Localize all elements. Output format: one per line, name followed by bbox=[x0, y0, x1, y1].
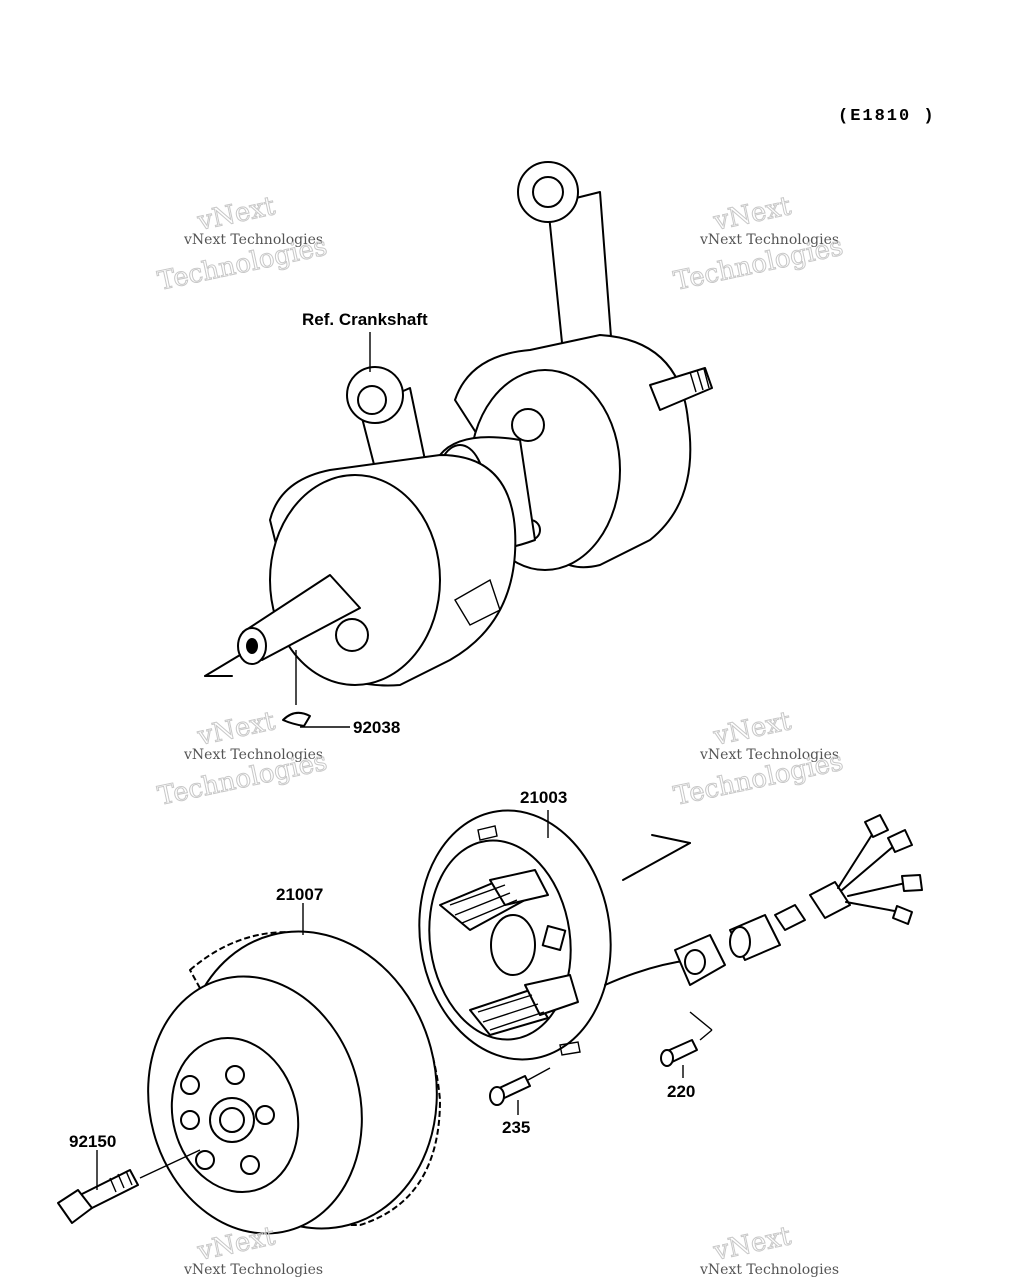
svg-text:vNext: vNext bbox=[194, 706, 278, 752]
watermark-group-4: vNext vNext Technologies Technologies bbox=[671, 706, 847, 813]
rotor-part-number: 21007 bbox=[276, 885, 323, 904]
svg-text:vNext: vNext bbox=[194, 191, 278, 237]
rotor-illustration bbox=[147, 930, 441, 1235]
svg-text:vNext Technologies: vNext Technologies bbox=[183, 747, 323, 763]
crankshaft-illustration bbox=[204, 161, 713, 687]
watermark-group-1: vNext vNext Technologies Technologies bbox=[155, 191, 331, 298]
clamp-screw-part-number: 220 bbox=[667, 1082, 695, 1101]
svg-text:vNext Technologies: vNext Technologies bbox=[183, 232, 323, 248]
stator-part-number: 21003 bbox=[520, 788, 567, 807]
rotor-bolt-part-number: 92150 bbox=[69, 1132, 116, 1151]
svg-text:vNext Technologies: vNext Technologies bbox=[699, 232, 839, 248]
svg-text:vNext: vNext bbox=[710, 191, 794, 237]
watermark-group-6: vNext vNext Technologies bbox=[699, 1221, 839, 1278]
svg-text:vNext Technologies: vNext Technologies bbox=[699, 747, 839, 763]
svg-text:vNext: vNext bbox=[710, 1221, 794, 1267]
rotor-bolt-illustration bbox=[57, 1149, 201, 1224]
stator-screw-part-number: 235 bbox=[502, 1118, 530, 1137]
svg-text:vNext Technologies: vNext Technologies bbox=[183, 1262, 323, 1278]
watermark-group-2: vNext vNext Technologies Technologies bbox=[671, 191, 847, 298]
crankshaft-label: Ref. Crankshaft bbox=[302, 310, 428, 329]
watermark-group-5: vNext vNext Technologies bbox=[183, 1221, 323, 1278]
diagram-code: (E1810 ) bbox=[838, 107, 936, 126]
key-part-number: 92038 bbox=[353, 718, 400, 737]
stator-illustration bbox=[418, 809, 923, 1061]
svg-text:vNext Technologies: vNext Technologies bbox=[699, 1262, 839, 1278]
clamp-screw-illustration bbox=[660, 1011, 713, 1078]
svg-text:vNext: vNext bbox=[194, 1221, 278, 1267]
woodruff-key-illustration bbox=[282, 650, 350, 728]
stator-screw-illustration bbox=[489, 1067, 551, 1115]
svg-text:vNext: vNext bbox=[710, 706, 794, 752]
